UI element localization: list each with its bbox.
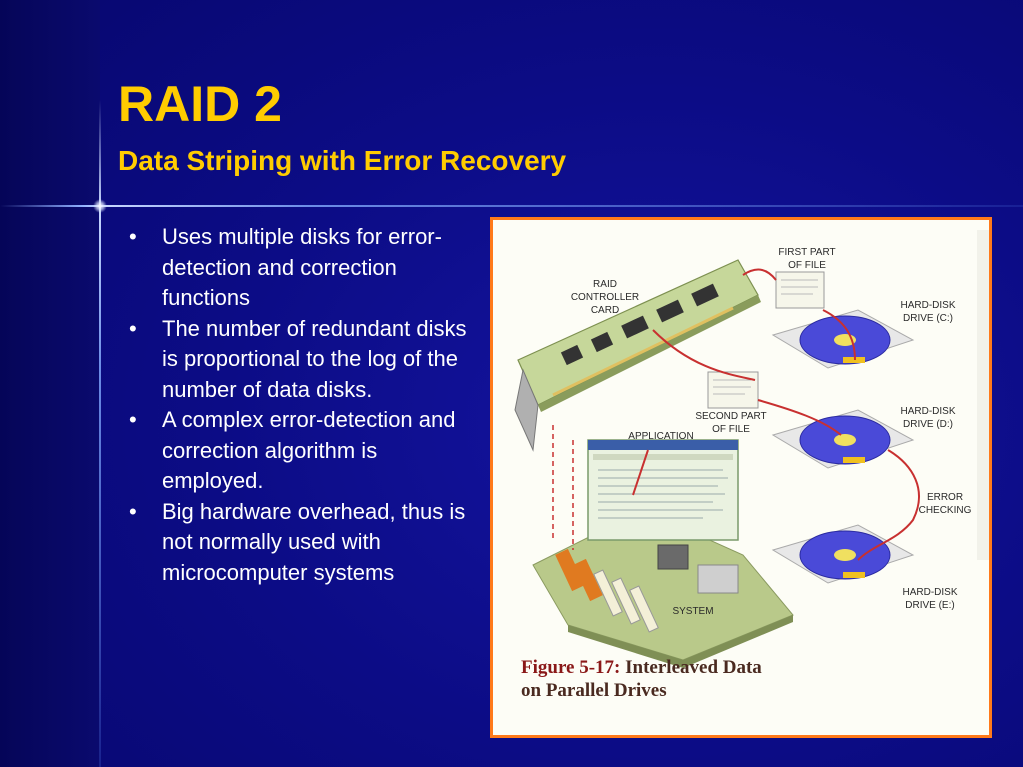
error-checking-label: ERROR <box>927 492 963 503</box>
figure-image: RAID CONTROLLER CARD FIRST PART OF FILE … <box>490 217 992 738</box>
figure-caption-text: Interleaved Data on Parallel Drives <box>521 657 762 701</box>
data-flow-arrows <box>632 268 920 561</box>
bullet-item: A complex error-detection and correction… <box>127 405 482 497</box>
drive-c-label: HARD-DISK <box>900 300 955 311</box>
bullet-item: Big hardware overhead, thus is not norma… <box>127 497 482 589</box>
second-part-label: SECOND PART <box>695 411 766 422</box>
bullet-item: Uses multiple disks for error- detection… <box>127 222 482 314</box>
raid-diagram: RAID CONTROLLER CARD FIRST PART OF FILE … <box>514 230 989 668</box>
disk-drive-d <box>771 409 915 469</box>
motherboard-illustration <box>532 509 794 668</box>
raid-controller-label: CONTROLLER <box>571 292 639 303</box>
second-part-document <box>707 371 759 409</box>
figure-caption: Figure 5-17: Interleaved Data on Paralle… <box>521 656 781 702</box>
bullet-item: The number of redundant disks is proport… <box>127 314 482 406</box>
first-part-document <box>775 271 825 309</box>
drive-d-label: DRIVE (D:) <box>903 419 953 430</box>
system-label: SYSTEM <box>672 606 713 617</box>
drive-c-label: DRIVE (C:) <box>903 313 953 324</box>
raid-controller-label: RAID <box>593 279 617 290</box>
drive-d-label: HARD-DISK <box>900 406 955 417</box>
figure-number: Figure 5-17: <box>521 657 621 678</box>
slide-title: RAID 2 <box>118 76 282 132</box>
sparkle-decoration <box>93 199 107 213</box>
second-part-label: OF FILE <box>712 424 750 435</box>
raid-controller-label: CARD <box>591 305 619 316</box>
error-checking-label: CHECKING <box>919 505 972 516</box>
drive-e-label: HARD-DISK <box>902 587 957 598</box>
bullet-list: Uses multiple disks for error- detection… <box>127 222 482 588</box>
application-window <box>587 439 739 541</box>
disk-drive-e <box>771 524 915 584</box>
first-part-label: FIRST PART <box>778 247 835 258</box>
vertical-divider <box>99 100 101 767</box>
application-label: APPLICATION <box>628 431 693 442</box>
first-part-label: OF FILE <box>788 260 826 271</box>
horizontal-divider <box>0 205 1023 207</box>
left-border-band <box>0 0 100 767</box>
drive-e-label: DRIVE (E:) <box>905 600 954 611</box>
cropped-text-strip <box>977 230 989 560</box>
disk-drive-c <box>771 309 915 369</box>
slide-subtitle: Data Striping with Error Recovery <box>118 145 567 176</box>
raid-controller-card <box>514 259 761 452</box>
